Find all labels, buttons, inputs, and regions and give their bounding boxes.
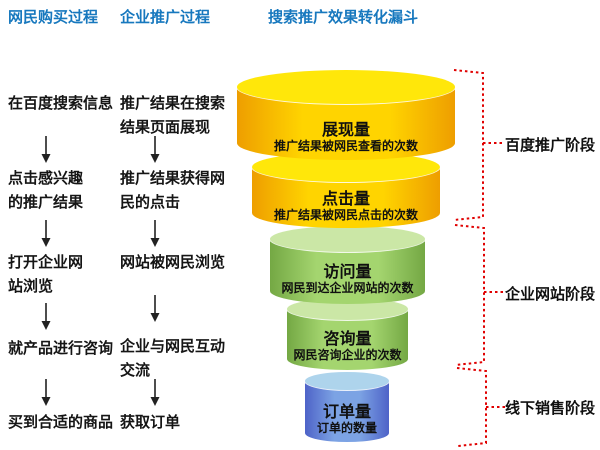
level-desc: 网民咨询企业的次数 (293, 348, 402, 362)
level-name: 展现量 (321, 120, 370, 139)
funnel-level-clicks: 点击量 推广结果被网民点击的次数 (252, 152, 440, 228)
promoter-step-1: 推广结果在搜索 结果页面展现 (120, 94, 226, 136)
funnel-level-visits: 访问量 网民到达企业网站的次数 (270, 226, 425, 304)
buyer-step-5: 买到合适的商品 (8, 413, 114, 431)
promoter-step-2: 推广结果获得网 民的点击 (120, 169, 226, 211)
stage-label-offline-sales: 线下销售阶段 (505, 399, 596, 417)
level-desc: 推广结果被网民点击的次数 (273, 208, 418, 222)
level-name: 访问量 (323, 262, 372, 281)
stage-label-baidu-promotion: 百度推广阶段 (505, 136, 596, 154)
cylinder-cap (287, 298, 408, 320)
down-arrow-icon (150, 136, 160, 163)
down-arrow-icon (41, 303, 51, 330)
level-desc: 推广结果被网民查看的次数 (273, 139, 418, 153)
funnel-level-impressions: 展现量 推广结果被网民查看的次数 (237, 70, 455, 160)
level-name: 订单量 (322, 402, 371, 421)
stage-bracket (453, 69, 502, 221)
level-name: 咨询量 (323, 329, 372, 348)
down-arrow-icon (150, 220, 160, 247)
promoter-process-header: 企业推广过程 (120, 8, 211, 26)
cylinder-cap (305, 372, 389, 390)
stage-bracket (454, 224, 503, 366)
down-arrow-icon (150, 379, 160, 406)
buyer-step-4: 就产品进行咨询 (8, 339, 114, 357)
level-desc: 网民到达企业网站的次数 (281, 281, 414, 295)
promoter-step-5: 获取订单 (120, 413, 181, 431)
level-desc: 订单的数量 (316, 421, 377, 435)
cylinder-cap (270, 226, 425, 252)
down-arrow-icon (41, 379, 51, 406)
down-arrow-icon (41, 220, 51, 247)
promoter-step-4: 企业与网民互动 交流 (120, 337, 226, 379)
cylinder-body (305, 381, 389, 442)
buyer-step-3: 打开企业网 站浏览 (8, 253, 84, 295)
promoter-step-3: 网站被网民浏览 (120, 253, 226, 271)
buyer-step-1: 在百度搜索信息 (8, 94, 114, 112)
cylinder-cap (237, 70, 455, 104)
buyer-step-2: 点击感兴趣 的推广结果 (8, 169, 84, 211)
buyer-process-header: 网民购买过程 (8, 8, 99, 26)
stage-label-company-website: 企业网站阶段 (505, 285, 596, 303)
level-name: 点击量 (321, 189, 370, 208)
down-arrow-icon (41, 136, 51, 163)
diagram-title: 搜索推广效果转化漏斗 (268, 8, 419, 26)
down-arrow-icon (150, 295, 160, 322)
stage-bracket (456, 367, 505, 447)
funnel-level-inquiries: 咨询量 网民咨询企业的次数 (287, 298, 408, 370)
funnel-level-orders: 订单量 订单的数量 (305, 372, 389, 442)
